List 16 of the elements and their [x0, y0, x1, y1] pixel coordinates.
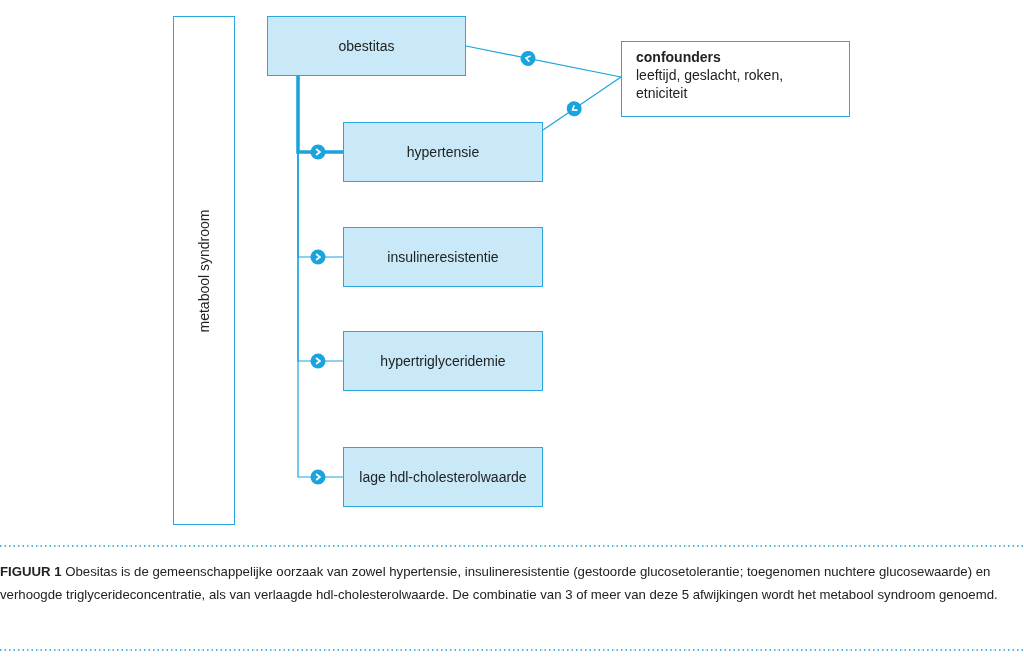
- box-label: hypertensie: [406, 144, 480, 160]
- note-box: [621, 41, 850, 117]
- process-box: [267, 16, 466, 76]
- box-label: insulineresistentie: [387, 249, 499, 265]
- process-box: [343, 122, 543, 182]
- figure-caption: FIGUUR 1 Obesitas is de gemeenschappelijke oorzaak van zowel hypertensie, insulineresistentie (gestoorde glucosetolerantie; toegenomen nuchtere glucosewaarde) en verhoogde triglycerideconcentratie, als van verlaagde hdl-cholesterolwaarde. De combinatie van 3 of meer van deze 5 afwijkingen wordt het metabool syndroom genoemd.: [0, 563, 999, 604]
- note-heading: confounders: [636, 48, 721, 66]
- process-box: [343, 331, 543, 391]
- vertical-label: metabool syndroom: [196, 209, 212, 332]
- note-text: leeftijd, geslacht, roken, etniciteit: [636, 66, 785, 102]
- box-label: lage hdl-cholesterolwaarde: [359, 469, 527, 485]
- box-label: hypertriglyceridemie: [380, 353, 506, 369]
- group-band: [173, 16, 235, 525]
- box-label: obestitas: [338, 38, 395, 54]
- process-box: [343, 227, 543, 287]
- process-box: [343, 447, 543, 507]
